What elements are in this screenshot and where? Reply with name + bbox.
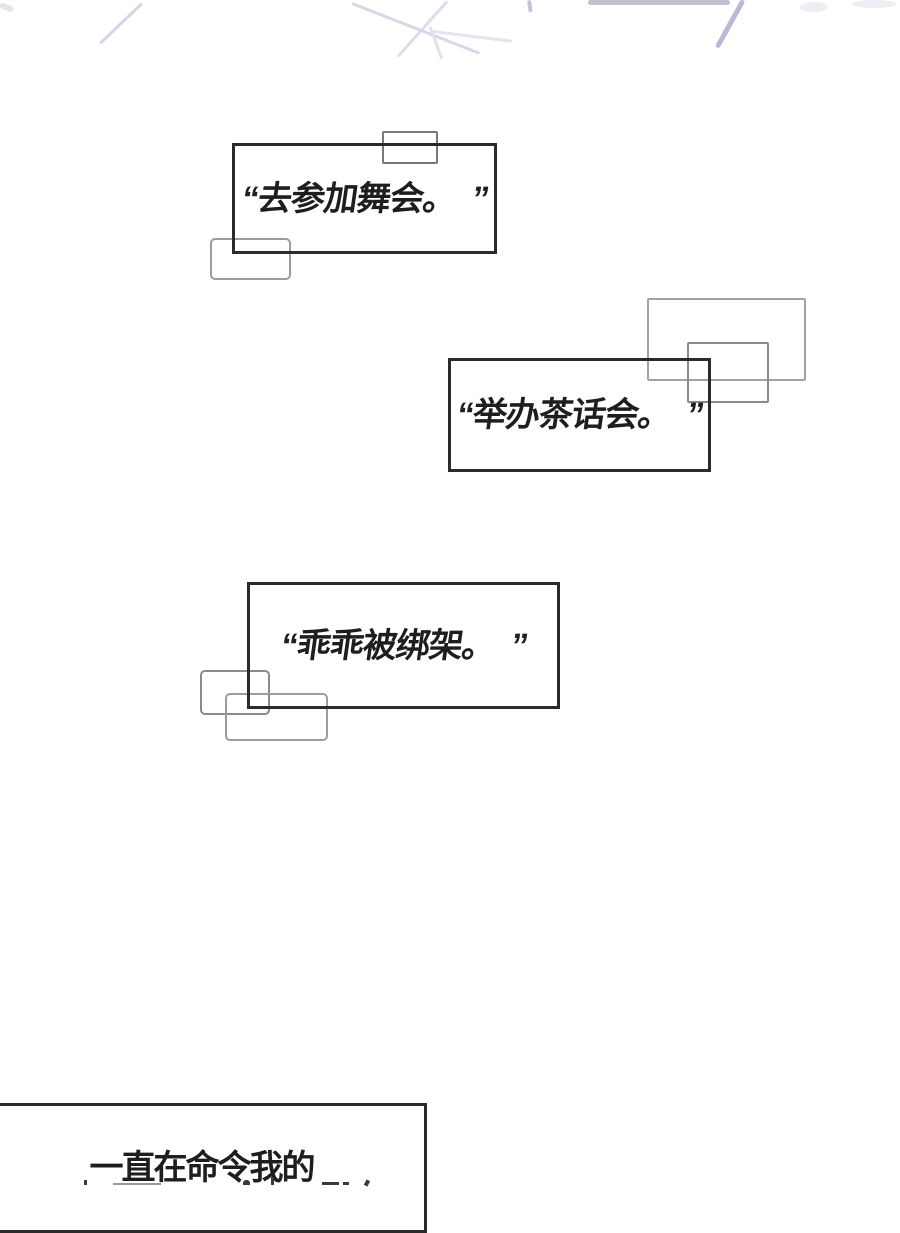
sketch-line-6 xyxy=(527,0,533,13)
dialogue-box-3: “乖乖被绑架。 ” xyxy=(247,582,560,709)
overlay-rect-3b xyxy=(225,693,328,741)
sketch-line-5 xyxy=(428,25,444,60)
dialogue-box-1: “去参加舞会。 ” xyxy=(232,143,497,254)
clipped-glyph-top-2 xyxy=(113,1183,161,1185)
sketch-smudge-right-2 xyxy=(852,0,897,8)
clipped-glyph-top-5 xyxy=(322,1182,339,1185)
clipped-glyph-top-4 xyxy=(271,1177,274,1185)
sketch-line-4 xyxy=(432,30,513,43)
bottom-dialogue-box: 一直在命令我的 xyxy=(0,1103,427,1233)
overlay-rect-2a xyxy=(647,298,806,381)
dialogue-text-3: “乖乖被绑架。 ” xyxy=(277,626,530,665)
sketch-smudge-right-1 xyxy=(800,2,828,12)
sketch-line-3 xyxy=(396,0,449,58)
sketch-line-2 xyxy=(351,2,481,55)
sketch-line-7 xyxy=(714,0,746,49)
overlay-rect-1b xyxy=(210,238,291,280)
overlay-rect-2b xyxy=(687,342,769,403)
overlay-rect-1a xyxy=(382,131,438,164)
dialogue-text-1: “去参加舞会。 ” xyxy=(238,179,491,218)
overlay-rect-3a xyxy=(200,670,270,715)
sketch-line-1 xyxy=(98,2,144,45)
sketch-smudge-top xyxy=(588,0,730,5)
clipped-glyph-top-6 xyxy=(343,1182,349,1185)
dialogue-text-2: “举办茶话会。 ” xyxy=(453,396,706,434)
sketch-smudge-left-corner xyxy=(0,2,15,13)
dialogue-box-2: “举办茶话会。 ” xyxy=(448,358,711,472)
clipped-glyph-top-3 xyxy=(243,1180,250,1185)
bottom-dialogue-text: 一直在命令我的 xyxy=(89,1149,316,1187)
clipped-glyph-top-1 xyxy=(84,1180,87,1185)
